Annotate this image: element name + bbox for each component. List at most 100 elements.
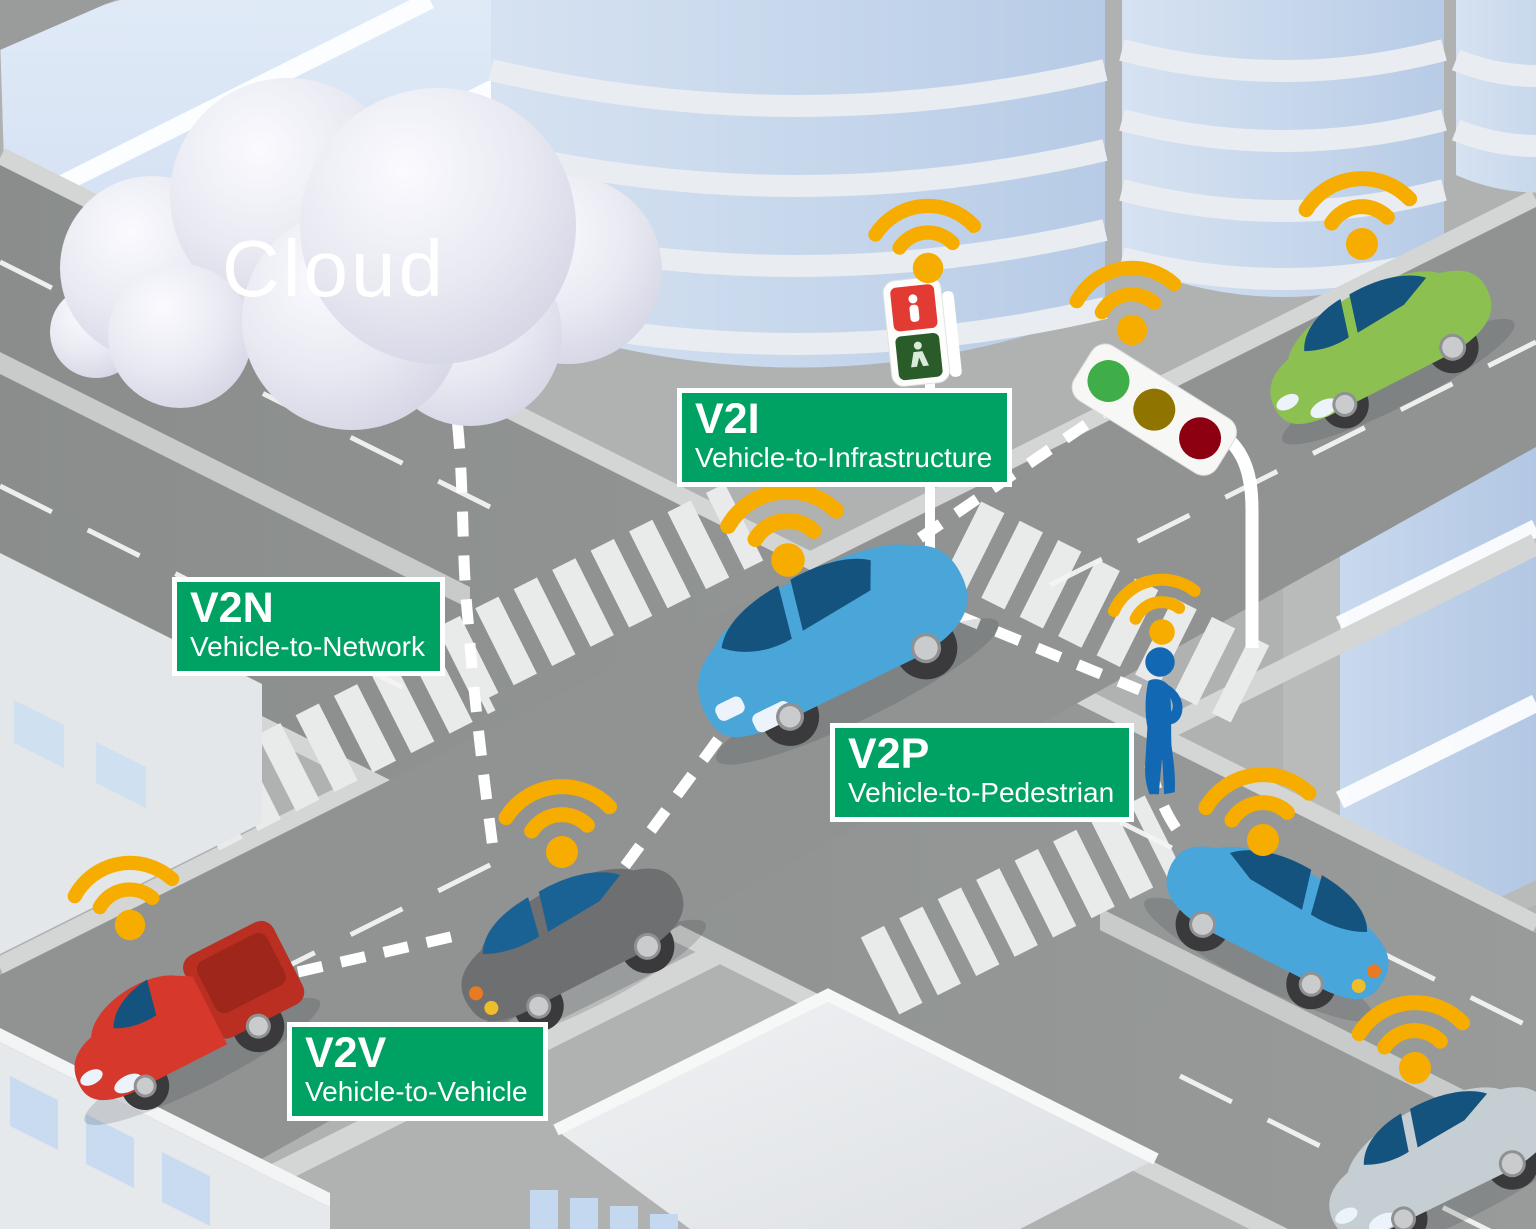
cloud-label: Cloud bbox=[222, 224, 446, 313]
median-east bbox=[1100, 908, 1536, 1148]
building-roof bbox=[556, 995, 1156, 1229]
windshield bbox=[1304, 298, 1349, 352]
van-body bbox=[698, 544, 968, 738]
vehicle-red-truck bbox=[74, 920, 321, 1126]
headlight bbox=[80, 1069, 103, 1086]
headlight bbox=[1369, 1212, 1397, 1229]
median-west bbox=[0, 352, 470, 609]
window bbox=[86, 1114, 134, 1188]
headlight bbox=[1276, 393, 1299, 411]
wheel-hub bbox=[1498, 1150, 1526, 1178]
truck-bed-inner bbox=[196, 932, 286, 1014]
wheel-hub bbox=[526, 993, 552, 1019]
label-v2n: V2N Vehicle-to-Network bbox=[172, 577, 445, 677]
building-top-left-corner bbox=[0, 0, 115, 50]
vehicle-blue-car bbox=[1144, 846, 1389, 1022]
tower-partial bbox=[1456, 0, 1536, 193]
red-light bbox=[1179, 417, 1222, 460]
label-v2p-abbr: V2P bbox=[848, 730, 930, 778]
side-window bbox=[538, 872, 621, 932]
taillight bbox=[1351, 978, 1366, 993]
wheel-hub bbox=[245, 1013, 271, 1039]
rear-window bbox=[1310, 875, 1368, 932]
building-bottom-center bbox=[530, 988, 1159, 1229]
amber-light bbox=[1133, 388, 1176, 431]
side-window bbox=[1409, 1091, 1488, 1148]
label-v2i-name: Vehicle-to-Infrastructure bbox=[695, 441, 993, 473]
green-light bbox=[1087, 360, 1130, 403]
windshield bbox=[721, 585, 792, 652]
window bbox=[162, 1152, 210, 1226]
label-v2p-name: Vehicle-to-Pedestrian bbox=[848, 776, 1115, 808]
wheel-hub bbox=[1189, 910, 1217, 938]
cloud-puff bbox=[108, 264, 252, 408]
side-window bbox=[1229, 850, 1312, 910]
label-v2v: V2V Vehicle-to-Vehicle bbox=[287, 1022, 548, 1122]
traffic-light bbox=[1071, 343, 1259, 648]
building-stripe bbox=[1336, 694, 1536, 809]
car-body bbox=[1329, 1087, 1536, 1229]
window bbox=[610, 1206, 638, 1229]
tower-stripe bbox=[1451, 119, 1536, 157]
wheel-hub bbox=[633, 932, 661, 960]
tower-stripe bbox=[1451, 49, 1536, 87]
headlight bbox=[1310, 398, 1339, 419]
crosswalk-southeast bbox=[860, 795, 1184, 1015]
building-stripe bbox=[1336, 519, 1536, 634]
window bbox=[14, 700, 64, 768]
pedestrian-head bbox=[1145, 647, 1175, 677]
vehicle-silver-car bbox=[1329, 1087, 1536, 1229]
label-v2i-abbr: V2I bbox=[695, 395, 760, 443]
vehicle-gray-car bbox=[461, 868, 706, 1044]
tower-stripe bbox=[1119, 39, 1447, 82]
wheel-hub bbox=[133, 1074, 157, 1098]
pedestrian-signal bbox=[882, 276, 962, 590]
walk-figure-legs bbox=[911, 351, 929, 368]
cloud: Cloud bbox=[50, 78, 662, 430]
window bbox=[10, 1076, 58, 1150]
pedestrian-body bbox=[1145, 679, 1175, 795]
headlight bbox=[1335, 1207, 1358, 1224]
label-v2v-abbr: V2V bbox=[305, 1029, 387, 1077]
walk-figure-icon bbox=[913, 341, 922, 350]
window bbox=[96, 742, 146, 808]
cloud-puff bbox=[300, 88, 576, 364]
pedestrian bbox=[1145, 647, 1183, 795]
car-body bbox=[461, 868, 684, 1022]
wheel-hub bbox=[1332, 391, 1358, 417]
window bbox=[650, 1214, 678, 1229]
window bbox=[530, 1190, 558, 1229]
building-roof-curb bbox=[553, 988, 1159, 1165]
tower-stripe bbox=[1119, 109, 1447, 152]
windshield bbox=[1363, 1113, 1409, 1165]
rear-window bbox=[482, 897, 540, 954]
wheel-hub bbox=[1439, 333, 1467, 361]
crosswalk-northwest bbox=[436, 483, 764, 705]
vehicle-blue-van bbox=[698, 544, 999, 765]
wheel-hub bbox=[910, 632, 942, 664]
headlight bbox=[715, 696, 745, 721]
link-v2n-cloud bbox=[446, 379, 500, 857]
stop-figure-icon bbox=[908, 294, 918, 304]
truck-body bbox=[74, 975, 228, 1101]
wheel-hub bbox=[1298, 971, 1324, 997]
window bbox=[570, 1198, 598, 1229]
wheel-hub bbox=[776, 702, 805, 731]
crosswalk-northeast bbox=[942, 501, 1270, 723]
link-v2v-truck-car bbox=[296, 930, 457, 978]
label-v2n-name: Vehicle-to-Network bbox=[190, 630, 425, 662]
link-v2v-car-van bbox=[620, 699, 750, 870]
label-v2n-abbr: V2N bbox=[190, 584, 274, 632]
label-v2p: V2P Vehicle-to-Pedestrian bbox=[830, 723, 1135, 823]
side-window bbox=[790, 558, 871, 631]
taillight bbox=[469, 986, 484, 1001]
stop-figure-body bbox=[909, 304, 920, 322]
pedestrian-arm bbox=[1163, 685, 1183, 725]
taillight bbox=[484, 1000, 499, 1015]
tower-stripe bbox=[488, 59, 1108, 117]
side-window bbox=[1349, 275, 1427, 333]
vehicle-green-car bbox=[1270, 270, 1515, 445]
car-body bbox=[1166, 846, 1389, 1000]
